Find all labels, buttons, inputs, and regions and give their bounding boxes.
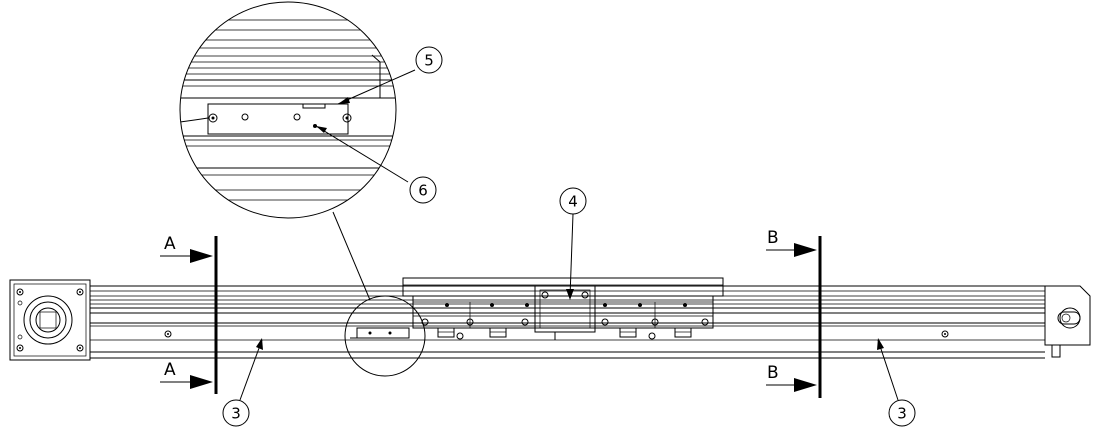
- callout-5-label: 5: [424, 52, 434, 70]
- callout-3-right-label: 3: [897, 405, 907, 423]
- carriage-assembly: [402, 277, 724, 340]
- leader-6: [315, 125, 409, 183]
- section-label-b-bottom: B: [767, 363, 779, 383]
- carriage-bolts: [437, 327, 692, 340]
- section-arrow-a-bottom: [190, 375, 213, 389]
- leader-5: [337, 69, 416, 105]
- aluminium-profile: [89, 285, 1046, 359]
- carriage-screws: [421, 303, 709, 326]
- section-line-b: B B: [766, 228, 822, 398]
- callout-6: 6: [409, 176, 437, 204]
- callout-3-left: 3: [222, 338, 263, 427]
- detail-leader-line: [332, 211, 371, 301]
- detail-reference: [332, 211, 426, 377]
- leader-3-right: [877, 339, 899, 401]
- section-label-a-top: A: [164, 234, 176, 254]
- callout-4: 4: [559, 187, 587, 300]
- section-arrow-b-top: [794, 243, 817, 257]
- leader-4: [569, 213, 574, 298]
- callout-4-label: 4: [568, 193, 578, 211]
- idler-end-cap: [1044, 285, 1091, 358]
- section-label-b-top: B: [767, 228, 779, 248]
- section-arrow-b-bottom: [794, 378, 817, 392]
- callout-5: 5: [415, 46, 443, 74]
- section-label-a-bottom: A: [164, 360, 176, 380]
- section-arrow-a-top: [190, 249, 213, 263]
- callout-6-label: 6: [418, 182, 428, 200]
- callout-3-right: 3: [877, 338, 916, 427]
- detail-view: [179, 1, 416, 219]
- sensor-bracket: [350, 327, 410, 339]
- leader-3-left: [239, 339, 263, 401]
- section-line-a: A A: [160, 234, 218, 394]
- callout-3-left-label: 3: [231, 405, 241, 423]
- detail-circle-small: [344, 295, 426, 377]
- motor-end-block: [9, 279, 91, 361]
- actuator-assembly: [9, 277, 1091, 361]
